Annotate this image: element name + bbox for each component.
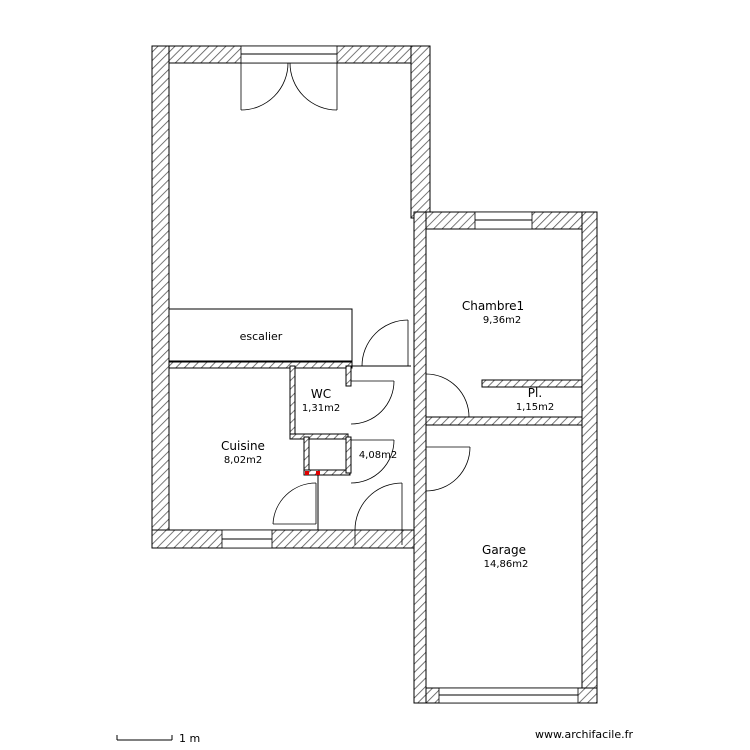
doors — [240, 62, 471, 545]
walls-left-block — [151, 45, 431, 549]
label-placard-area: 1,15m2 — [516, 402, 554, 413]
label-cuisine-area: 8,02m2 — [224, 455, 262, 466]
label-hall-area: 4,08m2 — [359, 450, 397, 461]
label-cuisine-name: Cuisine — [221, 439, 265, 453]
door-hall-lower — [350, 439, 395, 484]
door-hall-upper — [361, 319, 409, 367]
door-garage — [425, 446, 471, 492]
scale-bar: 1 m — [116, 732, 200, 745]
red-markers — [305, 471, 320, 475]
watermark: www.archifacile.fr — [535, 728, 633, 741]
windows — [221, 45, 579, 704]
label-wc-name: WC — [311, 387, 331, 401]
label-placard-name: Pl. — [528, 386, 542, 400]
door-wc — [350, 380, 395, 425]
scale-label: 1 m — [179, 732, 200, 745]
label-escalier: escalier — [240, 330, 283, 343]
interior-partitions — [168, 360, 411, 530]
label-chambre1-area: 9,36m2 — [483, 315, 521, 326]
door-top-double — [240, 62, 338, 111]
label-garage-name: Garage — [482, 543, 526, 557]
door-entrance — [354, 482, 403, 545]
door-chambre — [425, 373, 470, 418]
label-garage-area: 14,86m2 — [484, 559, 529, 570]
walls-right-block — [413, 211, 598, 704]
label-wc-area: 1,31m2 — [302, 403, 340, 414]
staircase — [168, 308, 353, 363]
door-cuisine — [272, 482, 317, 525]
label-chambre1-name: Chambre1 — [462, 299, 524, 313]
